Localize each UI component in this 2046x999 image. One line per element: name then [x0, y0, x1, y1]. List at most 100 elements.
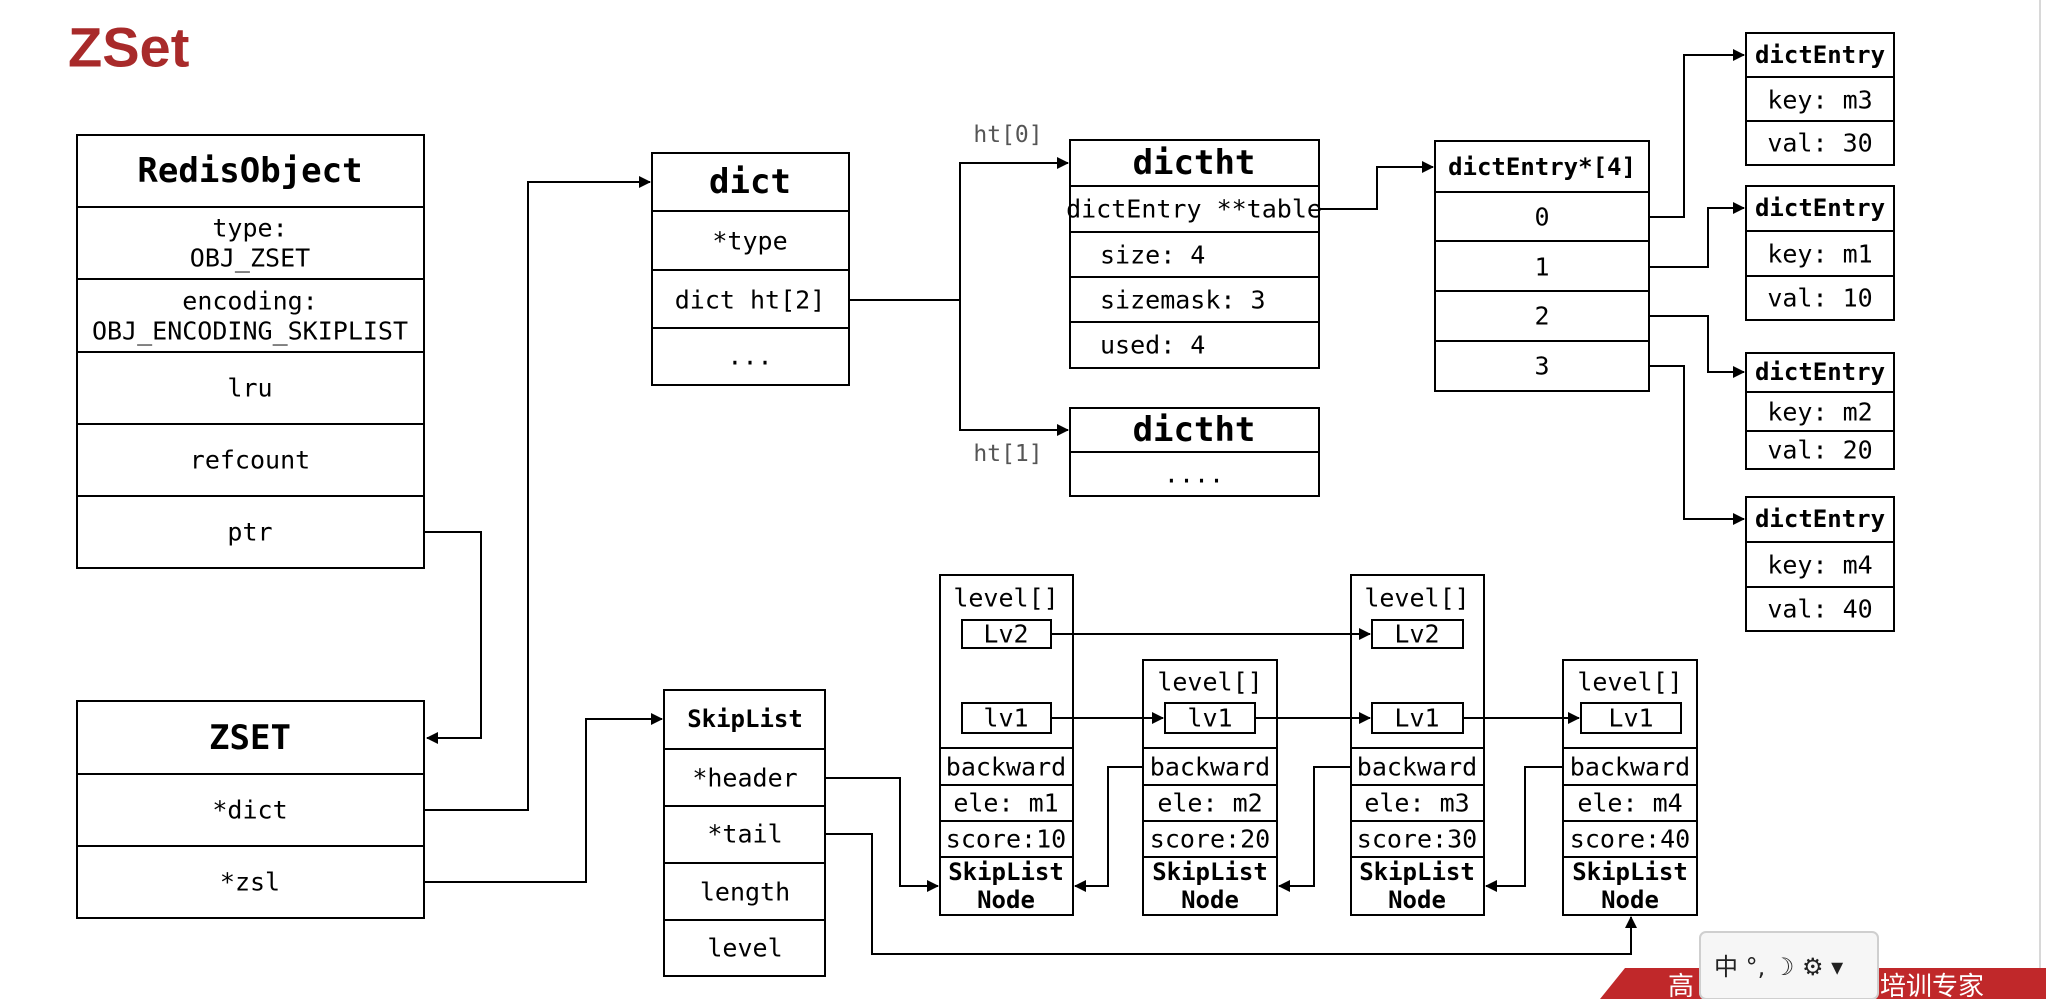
redis-object-box: RedisObject type: OBJ_ZSET encoding: OBJ… [76, 134, 425, 569]
dict-entry-m3-header: dictEntry [1755, 41, 1885, 69]
node-m4-level: level[] [1577, 668, 1682, 697]
redis-object-ptr: ptr [227, 518, 272, 547]
skiplist-box: SkipList *header *tail length level [663, 689, 826, 977]
node-m4-type1: SkipList [1572, 858, 1688, 886]
redis-object-lru: lru [227, 374, 272, 403]
redis-object-refcount: refcount [190, 446, 310, 475]
node-m1-score: score:10 [946, 825, 1066, 854]
ime-toolbar[interactable]: 中 °, ☽ ⚙ ▾ [1699, 931, 1879, 999]
arrow-header-to-m1 [825, 777, 939, 892]
node-m2-type2: Node [1181, 886, 1239, 914]
dict-entry-m3-val: val: 30 [1767, 129, 1872, 158]
dict-entry-m4: dictEntry key: m4 val: 40 [1745, 496, 1895, 632]
node-m1-type2: Node [977, 886, 1035, 914]
dict-type-field: *type [712, 227, 787, 256]
dict-entry-m2: dictEntry key: m2 val: 20 [1745, 352, 1895, 470]
redis-object-encoding-value: OBJ_ENCODING_SKIPLIST [92, 317, 408, 346]
dictht-0-header: dictht [1133, 143, 1256, 183]
dict-entry-m2-header: dictEntry [1755, 358, 1885, 386]
node-m4-backward: backward [1570, 753, 1690, 782]
dict-ht-field: dict ht[2] [675, 286, 826, 315]
dictht-0-sizemask: sizemask: 3 [1100, 286, 1266, 315]
dict-entry-m3-key: key: m3 [1767, 86, 1872, 115]
dictht-1-box: dictht .... [1069, 407, 1320, 497]
skiplist-level-field: level [707, 934, 782, 963]
dict-entry-array-box: dictEntry*[4] 0 1 2 3 [1434, 140, 1650, 392]
node-m1-lv2: Lv2 [983, 620, 1028, 649]
footer-text-left: 高 [1668, 971, 1694, 999]
dict-entry-slot-0: 0 [1534, 203, 1549, 232]
skiplist-node-m2: level[] lv1 backward ele: m2 score:20 Sk… [1142, 659, 1278, 916]
dict-entry-m1-key: key: m1 [1767, 240, 1872, 269]
node-m2-type1: SkipList [1152, 858, 1268, 886]
connectors [424, 49, 1745, 955]
dictht-1-more: .... [1164, 460, 1224, 489]
dictht-0-table: dictEntry **table [1066, 195, 1322, 224]
skiplist-header: SkipList [687, 705, 803, 733]
arrow-slot3-to-m4 [1649, 365, 1745, 525]
node-m4-ele: ele: m4 [1577, 789, 1682, 818]
arrow-m3-backward [1278, 766, 1351, 892]
node-m2-backward: backward [1150, 753, 1270, 782]
skiplist-node-m4: level[] Lv1 backward ele: m4 score:40 Sk… [1562, 659, 1698, 916]
node-m2-level: level[] [1157, 668, 1262, 697]
arrow-table-to-array [1319, 161, 1434, 210]
node-m3-type1: SkipList [1359, 858, 1475, 886]
node-m3-backward: backward [1357, 753, 1477, 782]
arrow-ht0 [959, 157, 1069, 300]
ht0-label: ht[0] [973, 122, 1042, 148]
arrow-ptr-to-zset [424, 531, 482, 744]
node-m4-type2: Node [1601, 886, 1659, 914]
footer-text-right: 培训专家 [1880, 971, 1984, 999]
dict-entry-m2-val: val: 20 [1767, 436, 1872, 465]
node-m3-type2: Node [1388, 886, 1446, 914]
dict-entry-m4-header: dictEntry [1755, 505, 1885, 533]
zset-box: ZSET *dict *zsl [76, 700, 425, 919]
node-m3-score: score:30 [1357, 825, 1477, 854]
dict-entry-m4-val: val: 40 [1767, 595, 1872, 624]
node-m3-lv1: Lv1 [1394, 704, 1439, 733]
dict-box: dict *type dict ht[2] ... [651, 152, 850, 386]
ht1-label: ht[1] [973, 441, 1042, 467]
node-m1-level: level[] [953, 584, 1058, 613]
arrow-m2-backward [1074, 766, 1143, 892]
dict-entry-m3: dictEntry key: m3 val: 30 [1745, 32, 1895, 166]
dict-header: dict [709, 162, 791, 202]
zset-dict-field: *dict [212, 796, 287, 825]
redis-object-encoding-label: encoding: [182, 287, 317, 316]
redis-object-type-value: OBJ_ZSET [190, 244, 310, 273]
node-m4-lv1: Lv1 [1608, 704, 1653, 733]
dict-entry-m2-key: key: m2 [1767, 398, 1872, 427]
dict-entry-m1: dictEntry key: m1 val: 10 [1745, 185, 1895, 321]
arrow-zset-zsl-to-skiplist [424, 713, 663, 883]
node-m3-level: level[] [1364, 584, 1469, 613]
node-m3-ele: ele: m3 [1364, 789, 1469, 818]
skiplist-node-m1: level[] Lv2 lv1 backward ele: m1 score:1… [939, 574, 1074, 916]
dict-more: ... [727, 342, 772, 371]
node-m1-lv1: lv1 [983, 704, 1028, 733]
skiplist-head-field: *header [692, 764, 797, 793]
arrow-slot1-to-m1 [1649, 202, 1745, 268]
node-m1-ele: ele: m1 [953, 789, 1058, 818]
dictht-0-used: used: 4 [1100, 331, 1205, 360]
dict-entry-array-header: dictEntry*[4] [1448, 153, 1636, 181]
node-m1-backward: backward [946, 753, 1066, 782]
arrow-slot2-to-m2 [1649, 315, 1745, 378]
ime-toolbar-text[interactable]: 中 °, ☽ ⚙ ▾ [1714, 953, 1843, 981]
dictht-1-header: dictht [1133, 410, 1256, 450]
zset-zsl-field: *zsl [220, 868, 280, 897]
dict-entry-m1-header: dictEntry [1755, 194, 1885, 222]
skiplist-node-m3: level[] Lv2 Lv1 backward ele: m3 score:3… [1350, 574, 1485, 916]
node-m3-lv2: Lv2 [1394, 620, 1439, 649]
arrow-m4-backward [1485, 766, 1563, 892]
page-title: ZSet [68, 16, 189, 79]
arrow-tail-to-m4 [825, 833, 1637, 955]
node-m1-type1: SkipList [948, 858, 1064, 886]
arrow-ht1 [959, 300, 1069, 436]
node-m2-lv1: lv1 [1187, 704, 1232, 733]
dict-entry-slot-3: 3 [1534, 352, 1549, 381]
dictht-0-size: size: 4 [1100, 241, 1205, 270]
node-m2-ele: ele: m2 [1157, 789, 1262, 818]
dict-entry-slot-2: 2 [1534, 302, 1549, 331]
